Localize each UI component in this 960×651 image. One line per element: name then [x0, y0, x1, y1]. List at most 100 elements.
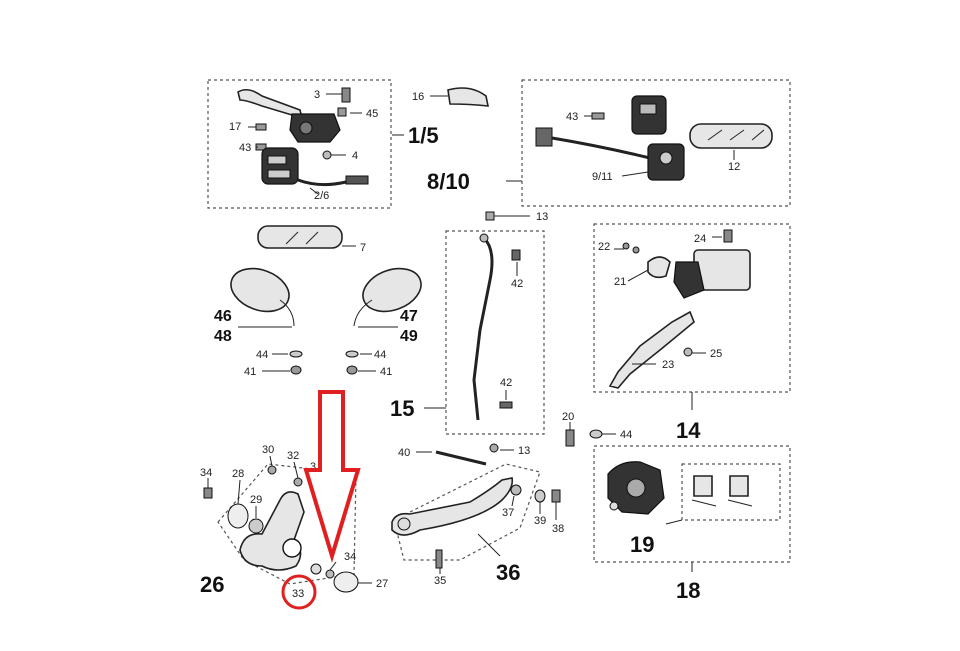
screw-22a: [622, 242, 630, 250]
right-switch-cable: [551, 136, 651, 160]
group-label-26: 26: [200, 572, 224, 597]
callout-7: 7: [360, 242, 366, 254]
red-arrow: [303, 390, 361, 563]
bolt-34-left: [203, 487, 213, 499]
connector-plug: [535, 127, 553, 147]
switch-toggle: [267, 169, 291, 179]
bolt-25: [683, 347, 693, 357]
highlight-annotation: 33: [281, 390, 361, 610]
callout-3: 3: [314, 89, 320, 101]
cover-28: [227, 503, 249, 529]
callout-41-left: 41: [244, 366, 256, 378]
washer-44-left: [289, 350, 303, 358]
group-14: 24 22 21 25 23 14: [593, 223, 791, 443]
starter-switch-upper: [631, 95, 667, 135]
group-label-14: 14: [676, 418, 701, 443]
bolt-20: [565, 429, 575, 447]
master-cylinder-body: [673, 261, 705, 299]
rod-40: [435, 450, 487, 466]
callout-48: 48: [214, 328, 232, 345]
bolt-13-top: [485, 211, 495, 221]
callout-44-left: 44: [256, 349, 268, 361]
callout-44c: 44: [620, 429, 632, 441]
callout-9-11: 9/11: [592, 171, 613, 183]
callout-13-bottom: 13: [518, 445, 530, 457]
throttle-grip: [689, 123, 773, 149]
screw-24: [723, 229, 733, 243]
group-label-18: 18: [676, 578, 700, 603]
screw-3: [341, 87, 351, 103]
callout-30: 30: [262, 444, 274, 456]
group-8-10: 43 9/11 12 8/10: [427, 79, 791, 207]
nut-4: [322, 150, 332, 160]
parts-40-13: 40 13: [398, 443, 530, 466]
callout-20: 20: [562, 411, 574, 423]
clamp-21: [647, 256, 671, 279]
group-26: 34 30 32 3 28 29 34 27 26: [200, 444, 388, 597]
callout-46: 46: [214, 308, 232, 325]
group-label-8-10: 8/10: [427, 169, 470, 194]
mirror-left: 46 48 44 41: [214, 267, 303, 378]
switch-cable: [297, 178, 347, 187]
washer-44-right: [345, 350, 359, 358]
callout-23: 23: [662, 359, 674, 371]
callout-39: 39: [534, 515, 546, 527]
brake-lever: [608, 310, 695, 389]
callout-38: 38: [552, 523, 564, 535]
callout-40: 40: [398, 447, 410, 459]
callout-2-6: 2/6: [314, 190, 329, 202]
group-36: 37 39 38 35 36: [391, 463, 564, 587]
callout-45: 45: [366, 108, 378, 120]
group-label-19: 19: [630, 532, 654, 557]
washer-30: [267, 465, 277, 475]
callout-22: 22: [598, 241, 610, 253]
group-label-1-5: 1/5: [408, 123, 439, 148]
part-7: 7: [257, 225, 366, 254]
screw-45: [337, 107, 347, 117]
callout-33: 33: [292, 588, 304, 600]
switch-button: [267, 155, 287, 165]
group-1-5-box: [207, 79, 392, 209]
bolt-42-bottom: [499, 401, 513, 409]
group-label-36: 36: [496, 560, 520, 585]
group-8-10-box: [521, 79, 791, 207]
spacer-33: [310, 563, 322, 575]
brake-pad-right: [729, 475, 749, 497]
bar-end-weight: [447, 87, 489, 107]
callout-28: 28: [232, 468, 244, 480]
callout-37: 37: [502, 507, 514, 519]
washer-39: [534, 489, 546, 503]
callout-27: 27: [376, 578, 388, 590]
screw-43b: [591, 112, 605, 120]
cap-27: [333, 571, 359, 593]
mirror-left-glass: [230, 267, 290, 313]
washer-44: [589, 429, 603, 439]
group-36-outline: [393, 463, 541, 561]
bolt-17: [255, 123, 267, 131]
callout-32: 32: [287, 450, 299, 462]
bushing-29: [248, 518, 264, 534]
callout-29: 29: [250, 494, 262, 506]
washer-34: [325, 569, 335, 579]
mirror-right: 47 49 44 41: [345, 267, 422, 378]
group-18: 19 18: [593, 445, 791, 603]
callout-43b: 43: [566, 111, 578, 123]
brake-hose: [472, 236, 494, 421]
callout-42-bottom: 42: [500, 377, 512, 389]
callout-21: 21: [614, 276, 626, 288]
callout-43: 43: [239, 142, 251, 154]
nut-41-left: [290, 365, 302, 375]
group-15: 13 42 42 15: [390, 211, 548, 435]
bolt-42-top: [511, 249, 521, 261]
callout-4: 4: [352, 150, 358, 162]
group-1-5: 3 45 17 43 4 2/6 1/5: [207, 79, 439, 209]
callout-34-left: 34: [200, 467, 212, 479]
parts-20-44: 20 44: [562, 411, 632, 447]
left-grip: [257, 225, 343, 249]
callout-25: 25: [710, 348, 722, 360]
bolt-38: [551, 489, 561, 503]
mirror-right-glass: [362, 267, 422, 313]
bolt-35: [435, 549, 443, 569]
switch-connector: [345, 175, 369, 185]
callout-12: 12: [728, 161, 740, 173]
